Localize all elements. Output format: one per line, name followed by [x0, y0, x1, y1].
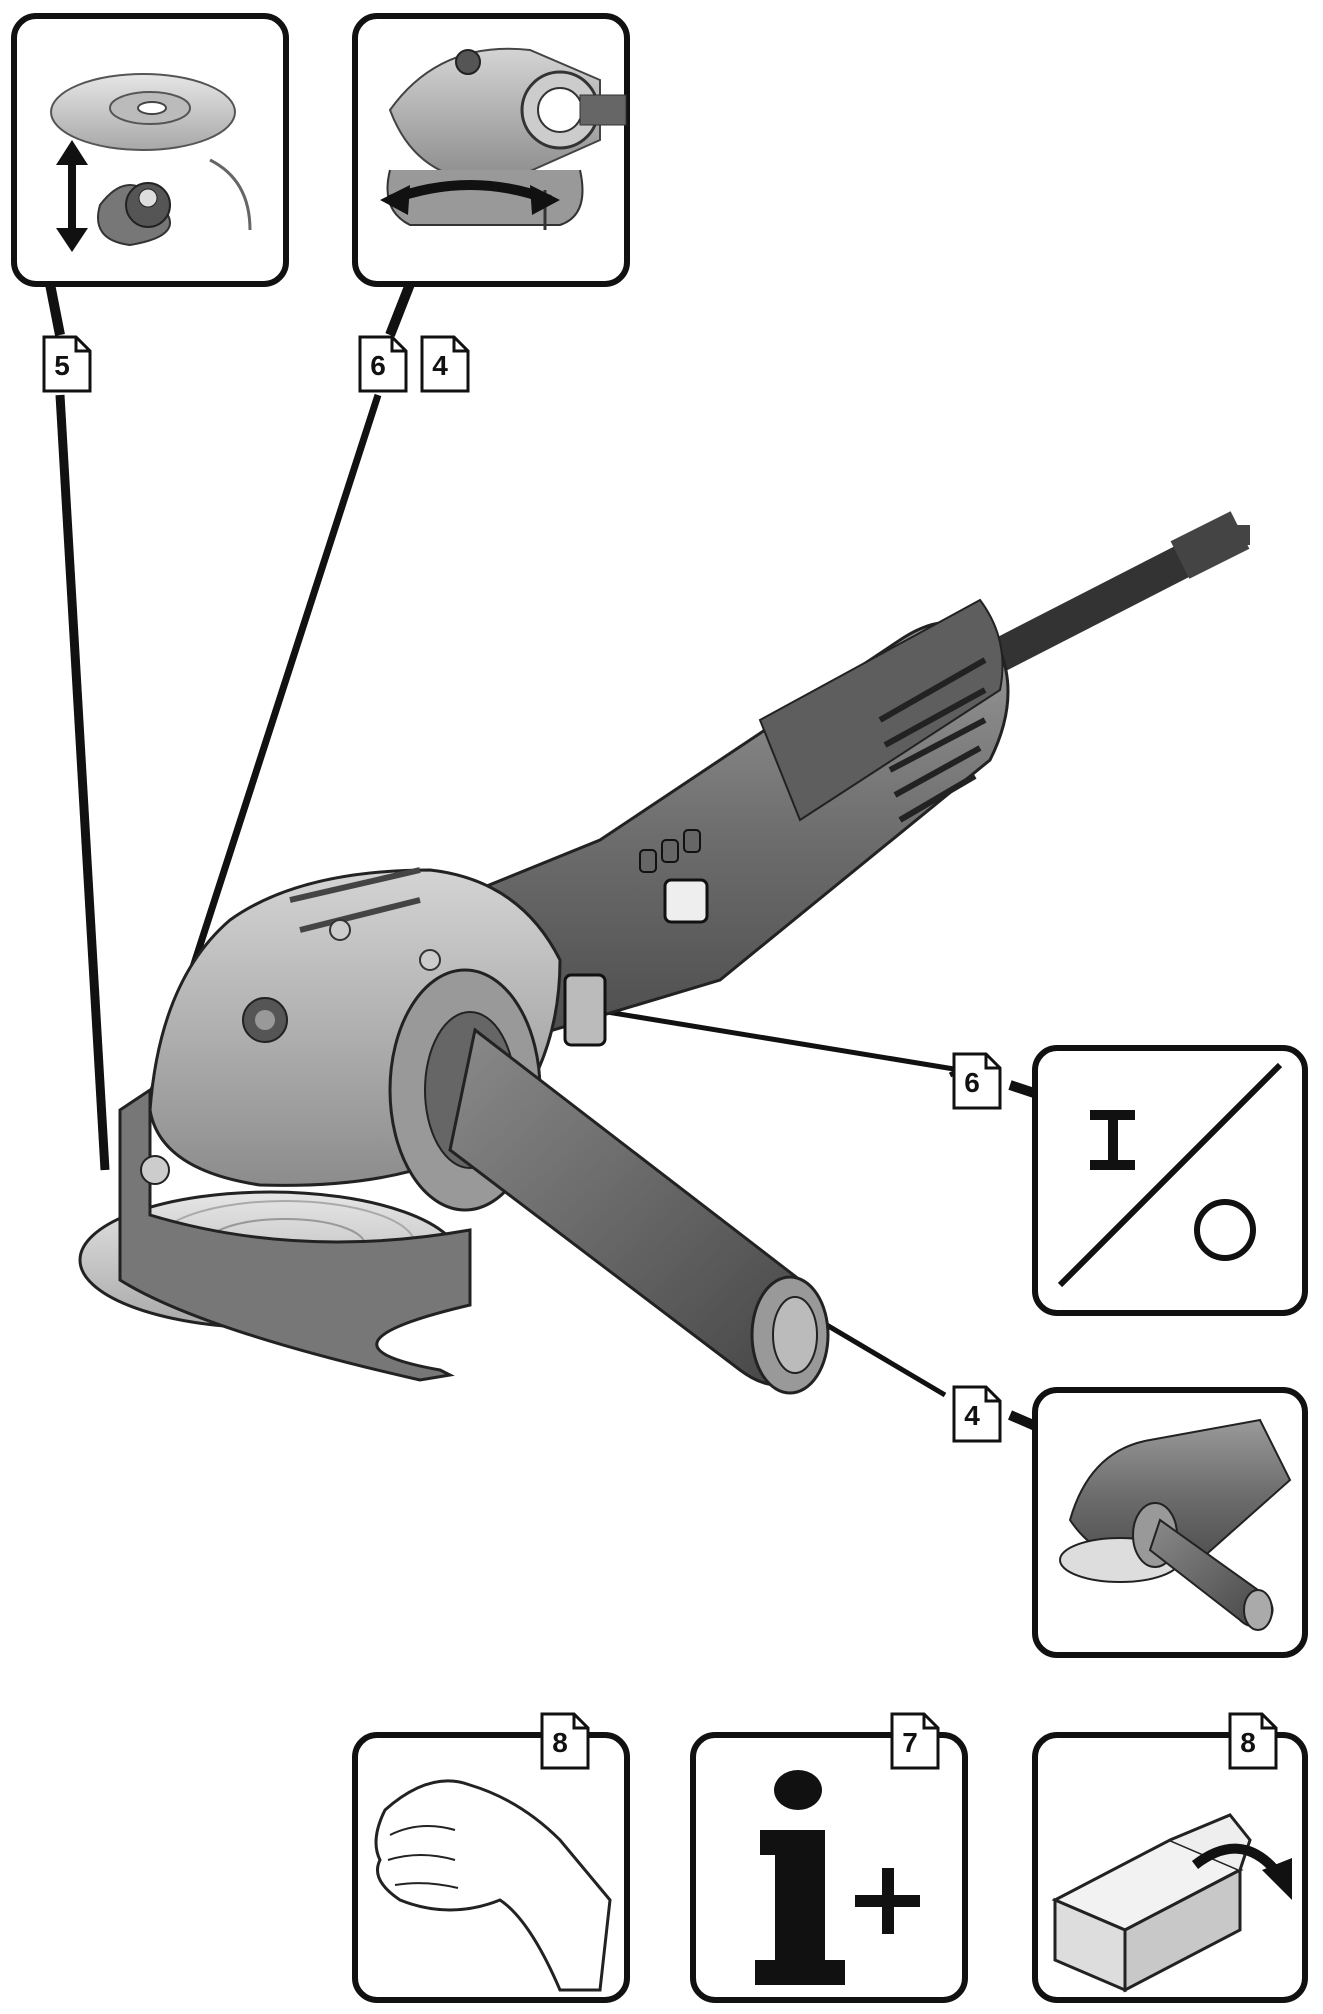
motor-housing — [437, 598, 1010, 1047]
switch-on-off-icon — [1057, 1062, 1283, 1288]
box-open-icon — [1051, 1813, 1292, 1993]
rotate-arrows-icon — [380, 180, 560, 215]
ref-tag-wheel-mounting: 5 — [42, 335, 92, 393]
grinding-disc-illustration — [50, 73, 252, 247]
ref-tag-more-info: 7 — [890, 1712, 940, 1770]
angle-grinder-illustration — [78, 511, 1250, 1395]
more-info-panel — [690, 1732, 968, 2003]
wheel-mounting-panel — [11, 13, 289, 287]
svg-text:8: 8 — [1240, 1727, 1256, 1758]
ref-tag-guard-adjust-a: 6 — [358, 335, 408, 393]
svg-text:6: 6 — [964, 1067, 980, 1098]
aux-handle-panel — [1032, 1387, 1308, 1658]
ref-tag-packaging: 8 — [1228, 1712, 1278, 1770]
ref-tag-guard-adjust-b: 4 — [420, 335, 470, 393]
info-plus-icon — [755, 1770, 920, 1985]
guard-adjust-panel — [352, 13, 630, 287]
switch-panel — [1032, 1045, 1308, 1316]
led-indicators — [639, 829, 701, 873]
svg-text:4: 4 — [964, 1400, 980, 1431]
svg-text:8: 8 — [552, 1727, 568, 1758]
brand-badge — [663, 878, 709, 924]
mini-grinder-illustration — [1059, 1418, 1292, 1631]
hand-protection-panel — [352, 1732, 630, 2003]
svg-text:5: 5 — [54, 350, 70, 381]
air-vents — [878, 657, 987, 823]
auxiliary-handle — [388, 968, 830, 1395]
wheel-guard — [118, 1087, 472, 1382]
svg-text:6: 6 — [370, 350, 386, 381]
hand-icon — [374, 1779, 612, 1992]
power-cable — [973, 511, 1250, 677]
svg-text:7: 7 — [902, 1727, 918, 1758]
ref-tag-hand-protection: 8 — [540, 1712, 590, 1770]
double-arrow-icon — [56, 140, 88, 252]
packaging-panel — [1032, 1732, 1308, 2003]
ref-tag-switch: 6 — [952, 1052, 1002, 1110]
svg-text:4: 4 — [432, 350, 448, 381]
switch-slider — [563, 973, 607, 1047]
ref-tag-aux-handle: 4 — [952, 1385, 1002, 1443]
